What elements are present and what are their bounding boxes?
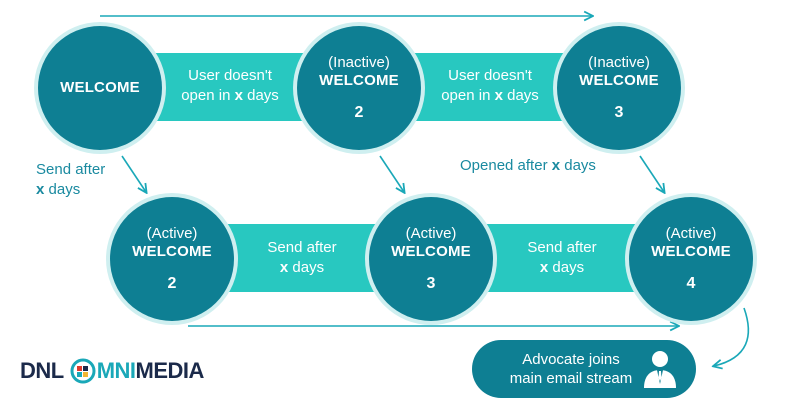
- node-active-welcome-3: (Active) WELCOME 3: [365, 193, 497, 325]
- node-state: (Active): [146, 225, 198, 242]
- diag-arrow-1: [121, 155, 146, 192]
- row1-label-1: User doesn't open in x days: [181, 67, 279, 104]
- diag-arrow-3: [639, 155, 664, 192]
- dnl-omnimedia-logo: DNL MNI MEDIA: [20, 356, 204, 386]
- node-title: WELCOME: [319, 72, 399, 89]
- advocate-joins-pill: Advocate joins main email stream: [472, 340, 696, 398]
- node-state: (Inactive): [328, 54, 390, 71]
- pill-line-1: Advocate joins: [522, 351, 620, 368]
- note-send-after: Send after x days: [36, 161, 106, 198]
- node-inactive-welcome-2: (Inactive) WELCOME 2: [293, 22, 425, 154]
- node-state: (Active): [665, 225, 717, 242]
- logo-mni: MNI: [96, 358, 136, 383]
- pill-line-2: main email stream: [509, 370, 633, 387]
- logo-media: MEDIA: [135, 358, 205, 383]
- node-number: 3: [426, 275, 436, 292]
- node-active-welcome-4: (Active) WELCOME 4: [625, 193, 757, 325]
- node-state: (Active): [405, 225, 457, 242]
- row1-label-2: User doesn't open in x days: [441, 67, 539, 104]
- node-number: 4: [686, 275, 696, 292]
- diag-arrow-2: [379, 155, 404, 192]
- node-active-welcome-2: (Active) WELCOME 2: [106, 193, 238, 325]
- node-title: WELCOME: [60, 79, 140, 96]
- node-welcome-1: WELCOME: [34, 22, 166, 154]
- globe-icon: [70, 358, 96, 384]
- node-number: 2: [167, 275, 177, 292]
- note-opened-after: Opened after x days: [460, 157, 596, 174]
- node-title: WELCOME: [651, 243, 731, 260]
- row2-label-2: Send after x days: [527, 239, 597, 276]
- person-icon: [644, 351, 676, 388]
- node-title: WELCOME: [132, 243, 212, 260]
- logo-dnl: DNL: [20, 358, 64, 383]
- node-inactive-welcome-3: (Inactive) WELCOME 3: [553, 22, 685, 154]
- node-state: (Inactive): [588, 54, 650, 71]
- node-title: WELCOME: [391, 243, 471, 260]
- node-number: 2: [354, 104, 364, 121]
- node-title: WELCOME: [579, 72, 659, 89]
- node-number: 3: [614, 104, 624, 121]
- curve-arrow: [714, 307, 750, 366]
- row2-label-1: Send after x days: [267, 239, 337, 276]
